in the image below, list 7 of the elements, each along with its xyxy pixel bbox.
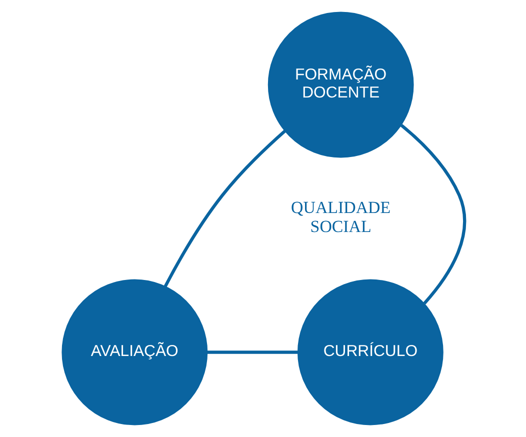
node-circle: CURRÍCULO	[296, 279, 443, 426]
node-circle: AVALIAÇÃO	[61, 279, 208, 426]
label: QUALIDADE SOCIAL	[290, 198, 390, 236]
connector	[206, 350, 298, 354]
connector	[163, 130, 286, 288]
node-circle: FORMAÇÃO DOCENTE	[267, 12, 414, 158]
connector	[400, 124, 466, 304]
